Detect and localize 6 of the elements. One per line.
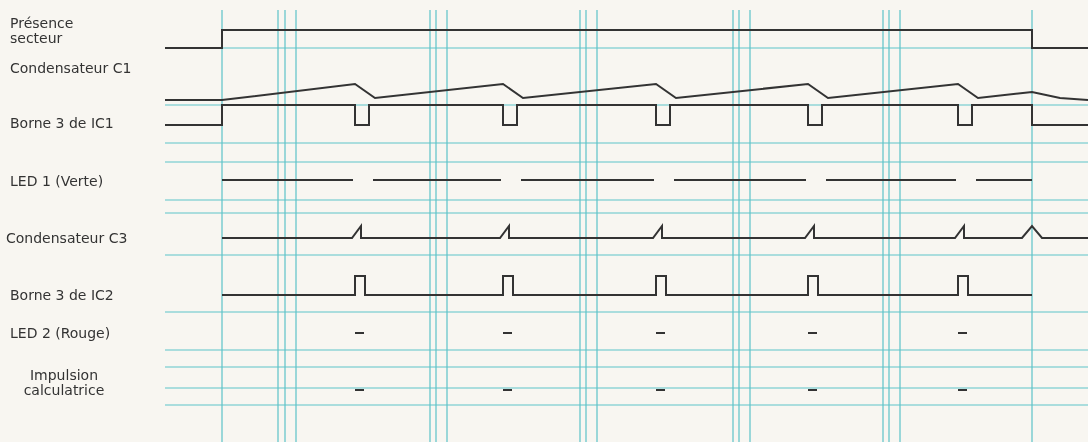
signal-label: LED 2 (Rouge) (10, 326, 111, 341)
signal-label: Borne 3 de IC1 (10, 116, 114, 131)
signal-label: LED 1 (Verte) (10, 174, 104, 189)
signal-label: Condensateur C1 (10, 61, 132, 76)
signal-label: Borne 3 de IC2 (10, 288, 114, 303)
signal-label: Condensateur C3 (6, 231, 128, 246)
